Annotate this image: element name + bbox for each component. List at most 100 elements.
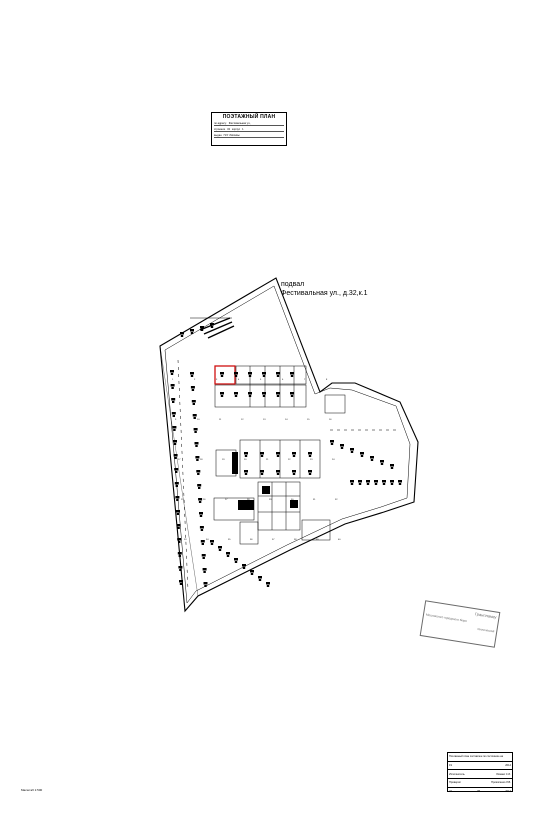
parking-space-icon (174, 468, 179, 473)
room-label: 19 (222, 459, 225, 461)
stamp-label: строение (214, 128, 226, 131)
room-label: 12 (241, 419, 244, 421)
room-label: 6 (282, 379, 284, 381)
scale-label: Масштаб 1:500 (21, 788, 43, 792)
parking-space-icon (248, 372, 252, 377)
parking-space-icon (260, 470, 264, 475)
info-row: 19 2014 (448, 762, 512, 771)
parking-space-icon (177, 538, 182, 543)
room-label: 5 (260, 379, 262, 381)
parking-space-icon (308, 470, 312, 475)
parking-space-icon (171, 398, 176, 403)
room-label: 40 (338, 539, 341, 541)
parking-space-icon (248, 392, 252, 397)
info-text: Поэтажный план составлен по состоянию на (449, 755, 504, 759)
parking-space-icon (170, 384, 175, 389)
header-stamp: ПОЭТАЖНЫЙ ПЛАН по адресу: Фестивальная у… (211, 112, 287, 146)
parking-space-icon (220, 392, 224, 397)
parking-space-icon (276, 470, 280, 475)
parking-space-icon (370, 456, 374, 461)
stamp-value: 32 (227, 128, 231, 131)
stamp-value: Фестивальная ул., (228, 122, 251, 125)
parking-space-icon (226, 552, 230, 557)
room-label: 38 (294, 539, 297, 541)
room-label: 36 (250, 539, 253, 541)
parking-space-icon (193, 428, 198, 433)
room-label: 9 (175, 419, 177, 421)
parking-space-icon (374, 480, 378, 485)
parking-space-icon (350, 448, 354, 453)
parking-space-icon (250, 570, 254, 575)
room-label: 14 (285, 419, 288, 421)
info-text: 22 (449, 790, 452, 794)
parking-space-icon (244, 470, 248, 475)
info-text: 08 (477, 790, 480, 794)
parking-space-icon (292, 470, 296, 475)
parking-space-icon (175, 496, 180, 501)
parking-space-icon (170, 370, 174, 375)
parking-space-icon (340, 444, 344, 449)
parking-space-icon (390, 464, 394, 469)
info-text: Проверил (449, 781, 461, 785)
room-label: 11 (219, 419, 222, 421)
room-label: 37 (272, 539, 275, 541)
floor-address: Фестивальная ул., д.32,к.1 (281, 290, 368, 297)
stamp-row-address: по адресу: Фестивальная ул., (214, 122, 284, 126)
parking-space-icon (358, 480, 362, 485)
stamp-label: корпус (232, 128, 241, 131)
stamp-value: 1 (242, 128, 244, 131)
parking-space-icon (196, 470, 201, 475)
room-label: 28 (247, 499, 250, 501)
parking-space-icon (190, 329, 194, 334)
parking-space-icon (174, 482, 179, 487)
parking-space-icon (179, 580, 183, 585)
room-label: 33 (184, 539, 187, 541)
parking-space-icon (199, 526, 204, 531)
room-label: 32 (335, 499, 338, 501)
room-label: 35 (228, 539, 231, 541)
room-label: 24 (332, 459, 335, 461)
parking-space-icon (201, 554, 206, 559)
parking-space-icon (190, 372, 194, 377)
stamp-label: выдан (214, 134, 222, 137)
outer-wall (159, 277, 419, 613)
parking-space-icon (266, 582, 270, 587)
parking-space-icon (242, 564, 246, 569)
parking-space-icon (260, 452, 264, 457)
info-row: Проверил Прокопенко Л.В. (448, 779, 512, 788)
parking-space-icon (195, 456, 200, 461)
info-text: 19 (449, 764, 452, 768)
parking-space-icon (176, 524, 181, 529)
floor-level: подвал (281, 281, 305, 288)
parking-space-icon (190, 386, 195, 391)
room-label: 10 (197, 419, 200, 421)
parking-space-icon (177, 552, 182, 557)
parking-space-icon (380, 460, 384, 465)
info-text: 2014 (505, 764, 511, 768)
room-label: 34 (206, 539, 209, 541)
parking-space-icon (292, 452, 296, 457)
parking-space-icon (176, 510, 180, 515)
parking-symbols (170, 323, 402, 587)
room-label: 25 (181, 499, 184, 501)
room-label: 3 (216, 379, 218, 381)
parking-space-icon (203, 582, 208, 587)
parking-space-icon (180, 332, 184, 337)
parking-space-icon (262, 372, 266, 377)
parking-space-icon (173, 440, 177, 445)
parking-space-icon (360, 452, 364, 457)
parking-space-icon (200, 540, 205, 545)
parking-space-icon (202, 568, 207, 573)
parking-space-icon (276, 392, 280, 397)
parking-space-icon (276, 372, 280, 377)
parking-space-icon (276, 452, 280, 457)
parking-space-icon (234, 372, 238, 377)
room-label: 16 (329, 419, 332, 421)
room-label: 17 (178, 459, 181, 461)
parking-space-icon (172, 426, 177, 431)
parking-space-icon (218, 546, 222, 551)
room-label: 2 (194, 379, 196, 381)
room-label: 26 (203, 499, 206, 501)
parking-space-icon (382, 480, 386, 485)
